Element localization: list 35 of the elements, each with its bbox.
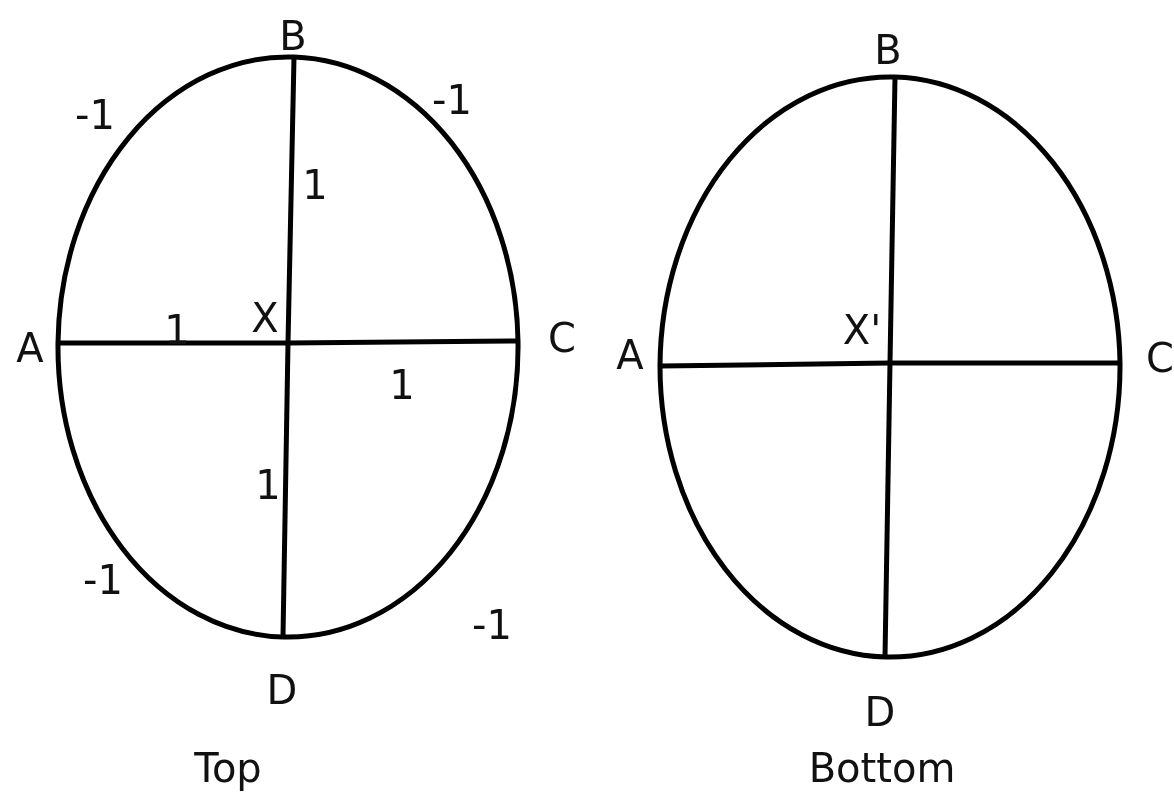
edge-label: 1 [389, 365, 415, 405]
ellipse-arc [55, 342, 284, 640]
ellipse-arc [894, 74, 1123, 364]
vertex-label: A [616, 335, 644, 375]
line-segment [882, 362, 893, 658]
line-segment [659, 360, 891, 369]
caption: Bottom [808, 748, 956, 788]
line-segment [285, 56, 297, 344]
line-segment [287, 338, 519, 346]
vertex-label: X [251, 298, 279, 338]
line-segment [890, 360, 1120, 366]
vertex-label: B [279, 16, 307, 56]
ellipse-arc [657, 74, 896, 367]
ellipse-arc [55, 54, 295, 344]
edge-label: 1 [302, 165, 328, 205]
line-segment [887, 76, 898, 364]
edge-label: -1 [75, 95, 115, 135]
ellipse-arc [282, 340, 521, 640]
line-segment [280, 342, 291, 638]
ellipse-arc [657, 365, 886, 660]
edge-label: -1 [472, 605, 512, 645]
edge-label: -1 [432, 80, 472, 120]
vertex-label: C [548, 318, 576, 358]
vertex-label: D [864, 692, 896, 732]
edge-label: -1 [83, 560, 123, 600]
vertex-label: X' [842, 310, 882, 350]
vertex-label: D [266, 670, 298, 710]
vertex-label: B [874, 30, 902, 70]
ellipse-arc [293, 54, 521, 342]
vertex-label: A [16, 328, 44, 368]
ellipse-arc [884, 362, 1123, 660]
line-segment [58, 340, 288, 346]
vertex-label: C [1146, 338, 1174, 378]
edge-label: 1 [255, 465, 281, 505]
edge-label: 1 [164, 310, 190, 350]
